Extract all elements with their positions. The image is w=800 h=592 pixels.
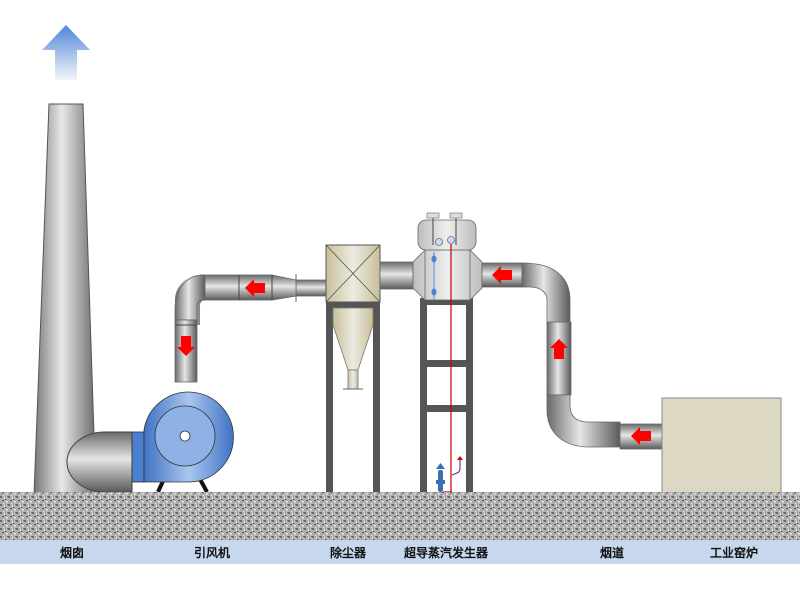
dust-collector	[325, 244, 381, 494]
label-dust-collector: 除尘器	[329, 546, 367, 560]
duct-boiler-to-collector	[379, 261, 414, 290]
label-flue: 烟道	[599, 546, 625, 560]
valve-icon	[436, 463, 445, 492]
arrow-flue-vertical-icon	[550, 339, 568, 359]
induced-draft-fan	[131, 391, 234, 493]
arrow-duct-to-fan-horizontal-icon	[245, 279, 265, 297]
exhaust-up-arrow-icon	[42, 25, 90, 80]
industrial-kiln	[661, 397, 782, 495]
arrow-flue-top-icon	[492, 266, 512, 284]
superconducting-steam-generator	[412, 212, 483, 301]
fan-to-chimney-duct	[66, 431, 133, 493]
ground	[0, 492, 800, 540]
arrow-duct-to-fan-vertical-icon	[177, 336, 195, 356]
flue-duct	[481, 262, 663, 450]
label-kiln: 工业窑炉	[709, 546, 759, 560]
label-fan: 引风机	[193, 546, 231, 560]
label-steam-generator: 超导蒸汽发生器	[403, 546, 489, 560]
label-bar	[0, 540, 800, 564]
duct-collector-to-fan	[174, 274, 331, 383]
arrow-flue-bottom-icon	[631, 427, 651, 445]
steam-generator-frame	[420, 298, 473, 494]
label-chimney: 烟囱	[59, 546, 85, 560]
